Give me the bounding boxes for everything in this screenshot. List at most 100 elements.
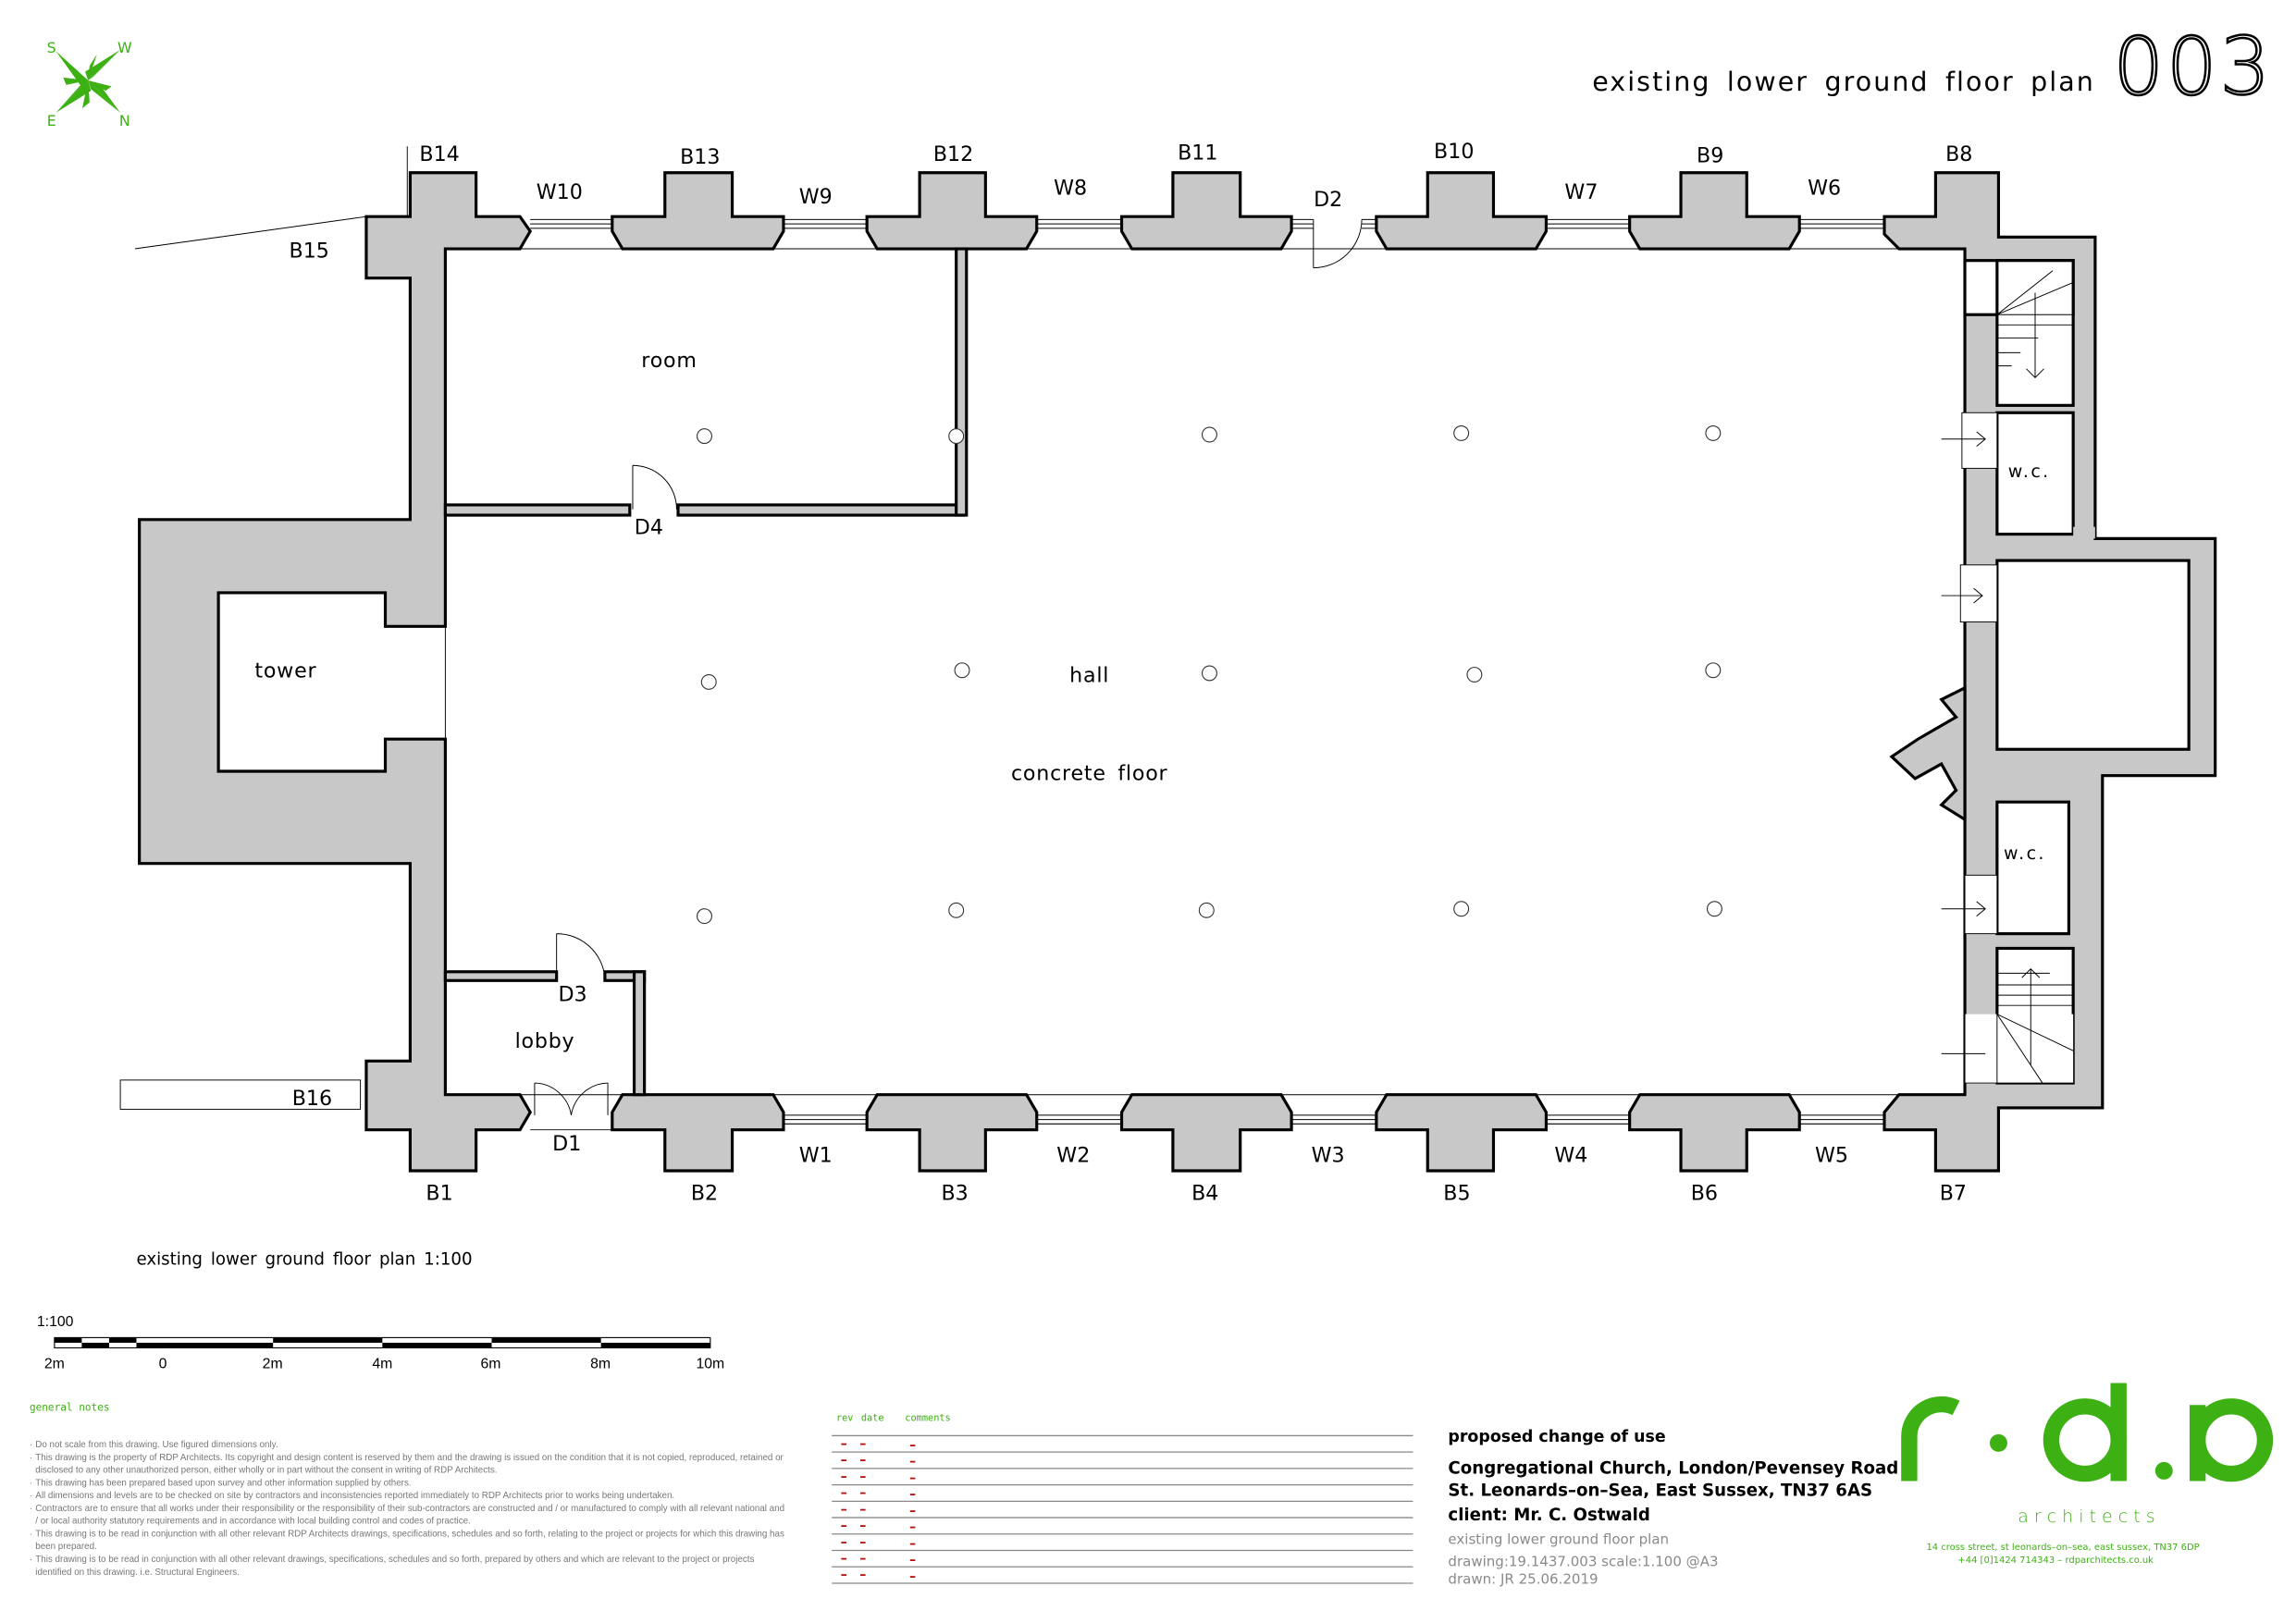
plan-title: existing lower ground floor plan 1:100 (136, 1249, 472, 1269)
note-line: This drawing is the property of RDP Arch… (35, 1453, 784, 1463)
b16-step (119, 1079, 362, 1111)
scale-segment (136, 1342, 165, 1348)
label-b15: B15 (290, 240, 329, 264)
label-b12: B12 (933, 142, 973, 166)
logo-subtitle: a r c h i t e c t s (2018, 1506, 2154, 1527)
wc-south (1995, 800, 2070, 936)
door-d1 (530, 1082, 612, 1131)
scale-segment (164, 1342, 274, 1348)
label-d3: D3 (559, 982, 587, 1006)
rdp-logo (1901, 1383, 2274, 1482)
comments-cell: – (909, 1438, 916, 1453)
scale-segment (491, 1337, 601, 1343)
note-line: / or local authority statutory requireme… (35, 1517, 471, 1527)
stair-treads (1941, 270, 2074, 1084)
date-header: date (861, 1413, 884, 1424)
rev-cell: – (841, 1469, 847, 1484)
room-label-tower: tower (254, 659, 316, 683)
label-d2: D2 (1314, 188, 1342, 212)
date-cell: – (859, 1502, 866, 1517)
label-w10: W10 (537, 180, 583, 204)
label-w4: W4 (1554, 1144, 1587, 1168)
door-swings (530, 219, 1363, 1131)
rev-cell: – (841, 1502, 847, 1517)
rev-cell: – (841, 1453, 847, 1468)
label-w9: W9 (799, 185, 833, 209)
general-notes: ·Do not scale from this drawing. Use fig… (30, 1440, 784, 1578)
rev-cell: – (841, 1551, 847, 1566)
wc-north (1995, 411, 2075, 536)
door-d2 (1313, 219, 1363, 269)
room-label-wc-north: w.c. (2008, 461, 2051, 482)
rev-cell: – (841, 1518, 847, 1533)
piers-top (611, 171, 1801, 251)
label-w1: W1 (799, 1144, 833, 1168)
comments-cell: – (909, 1536, 916, 1551)
project-address-1: Congregational Church, London/Pevensey R… (1448, 1459, 1898, 1479)
date-cell: – (859, 1469, 866, 1484)
scale-segment (273, 1337, 383, 1343)
firm-address: 14 cross street, st leonards–on–sea, eas… (1926, 1543, 2199, 1553)
sheet-title: existing lower ground floor plan (1592, 67, 2095, 97)
comments-cell: – (909, 1470, 916, 1485)
date-cell: – (859, 1486, 866, 1501)
room-label-wc-south: w.c. (2004, 843, 2046, 864)
note-line: been prepared. (35, 1542, 96, 1552)
sheet-number: 003 (2114, 21, 2274, 113)
windows-top (530, 218, 1885, 229)
scale-bar (54, 1336, 711, 1349)
project-address-2: St. Leonards–on–Sea, East Sussex, TN37 6… (1448, 1481, 1872, 1500)
drawing-title: existing lower ground floor plan (1448, 1531, 1669, 1548)
compass-w: W (117, 39, 132, 56)
label-w5: W5 (1815, 1144, 1848, 1168)
scale-tick: 4m (372, 1357, 392, 1372)
note-bullet: · (30, 1440, 32, 1450)
label-d4: D4 (635, 516, 663, 540)
compass-s: S (47, 39, 56, 56)
comments-cell: – (909, 1520, 916, 1535)
note-line: Do not scale from this drawing. Use figu… (35, 1440, 278, 1450)
columns (697, 424, 1722, 925)
label-b13: B13 (680, 145, 720, 169)
scale-tick: 6m (480, 1357, 500, 1372)
note-line: This drawing has been prepared based upo… (35, 1478, 411, 1488)
note-line: This drawing is to be read in conjunctio… (35, 1555, 754, 1565)
label-b2: B2 (691, 1182, 718, 1206)
label-b7: B7 (1940, 1182, 1967, 1206)
note-bullet: · (30, 1555, 32, 1565)
note-bullet: · (30, 1529, 32, 1539)
scale-tick: 10m (696, 1357, 724, 1372)
scale-tick: 0 (159, 1357, 167, 1372)
label-b6: B6 (1691, 1182, 1718, 1206)
windows-bottom (783, 1114, 1885, 1125)
label-w2: W2 (1056, 1144, 1090, 1168)
label-b5: B5 (1443, 1182, 1470, 1206)
label-w3: W3 (1312, 1144, 1345, 1168)
scale-tick: 2m (263, 1357, 283, 1372)
note-line: identified on this drawing. i.e. Structu… (35, 1568, 240, 1578)
rev-cell: – (841, 1535, 847, 1550)
drawing-info: drawing:19.1437.003 scale:1.100 @A3 (1448, 1553, 1718, 1569)
label-b3: B3 (941, 1182, 968, 1206)
date-cell: – (859, 1436, 866, 1451)
date-cell: – (859, 1568, 866, 1582)
note-line: This drawing is to be read in conjunctio… (35, 1529, 784, 1539)
label-b16: B16 (292, 1087, 332, 1111)
door-d3 (556, 933, 606, 978)
east-annex-room (1995, 559, 2191, 751)
compass-e: E (47, 112, 56, 129)
scale-segment (108, 1337, 137, 1343)
label-b4: B4 (1191, 1182, 1218, 1206)
rev-cell: – (841, 1568, 847, 1582)
label-w7: W7 (1564, 180, 1598, 204)
comments-cell: – (909, 1504, 916, 1518)
comments-cell: – (909, 1487, 916, 1502)
compass-rose-icon: S W E N (47, 39, 132, 129)
scale-tick: 8m (590, 1357, 611, 1372)
scale-segment (600, 1342, 710, 1348)
project-name: proposed change of use (1448, 1428, 1665, 1446)
note-bullet: · (30, 1478, 32, 1488)
date-cell: – (859, 1535, 866, 1550)
title-block: proposed change of use Congregational Ch… (1448, 1428, 1898, 1588)
